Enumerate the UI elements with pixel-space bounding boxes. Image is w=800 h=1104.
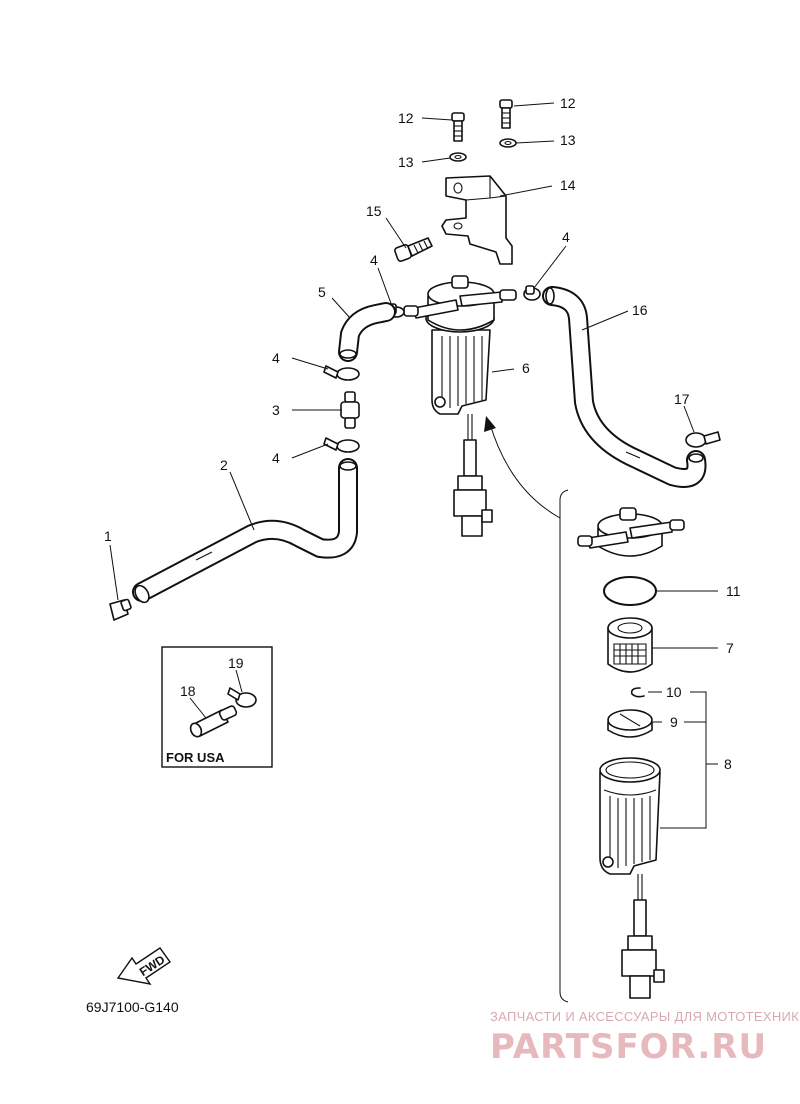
part-12-bolt-left [451,112,465,142]
callout-11: 11 [726,583,741,599]
callout-17: 17 [674,391,690,407]
part-7-filter-element [607,617,653,673]
part-18-fitting [189,705,238,738]
part-4-clip-middle [323,365,360,381]
callout-5: 5 [318,284,326,300]
part-15-screw [394,237,433,262]
watermark-subtitle: ЗАПЧАСТИ И АКСЕССУАРЫ ДЛЯ МОТОТЕХНИКИ [490,1009,800,1024]
callout-2: 2 [220,457,228,473]
callout-19: 19 [228,655,244,671]
part-4-clip-lower [323,437,360,453]
callout-13-right: 13 [560,132,576,148]
part-10-circlip [630,687,645,698]
part-12-bolt-right [499,99,513,129]
part-5-hose [338,302,396,362]
fwd-arrow: FWD [116,947,171,985]
part-6-fuel-filter [403,275,517,537]
part-4-clip-top-right [523,285,541,301]
part-17-clip [685,431,721,448]
callout-7: 7 [726,640,734,656]
exploded-view-bracket [559,489,569,1003]
part-14-bracket [441,175,513,265]
callout-3: 3 [272,402,280,418]
diagram-code: 69J7100-G140 [86,999,179,1015]
callout-4-top-right: 4 [562,229,570,245]
exploded-view-arrow [484,416,561,519]
callout-4-lower: 4 [272,450,280,466]
callout-12-right: 12 [560,95,576,111]
callout-6: 6 [522,360,530,376]
inset-title: FOR USA [166,750,225,765]
callout-1: 1 [104,528,112,544]
callout-labels: 12 12 13 13 14 15 4 4 5 6 16 4 3 4 2 1 1… [104,95,741,772]
inset-for-usa: FOR USA [161,646,273,768]
watermark: ЗАПЧАСТИ И АКСЕССУАРЫ ДЛЯ МОТОТЕХНИКИ PA… [490,1009,800,1067]
callout-12-left: 12 [398,110,414,126]
callout-8: 8 [724,756,732,772]
callout-4-top-left: 4 [370,252,378,268]
callout-18: 18 [180,683,196,699]
callout-16: 16 [632,302,648,318]
callout-10: 10 [666,684,682,700]
part-19-clip [227,687,257,708]
callout-9: 9 [670,714,678,730]
leader-lines [109,102,718,829]
callout-13-left: 13 [398,154,414,170]
part-13-washer-right [499,138,517,148]
part-1-plug [109,598,132,621]
callout-14: 14 [560,177,576,193]
callout-4-middle: 4 [272,350,280,366]
part-11-o-ring [603,576,657,606]
watermark-brand: PARTSFOR.RU [490,1027,767,1067]
part-9-float [607,709,653,738]
part-16-hose [542,286,707,488]
exploded-filter-head [577,507,685,557]
part-3-joint [340,391,360,429]
part-8-bowl [599,757,665,999]
part-13-washer-left [449,152,467,162]
callout-15: 15 [366,203,382,219]
part-2-hose [132,458,358,604]
